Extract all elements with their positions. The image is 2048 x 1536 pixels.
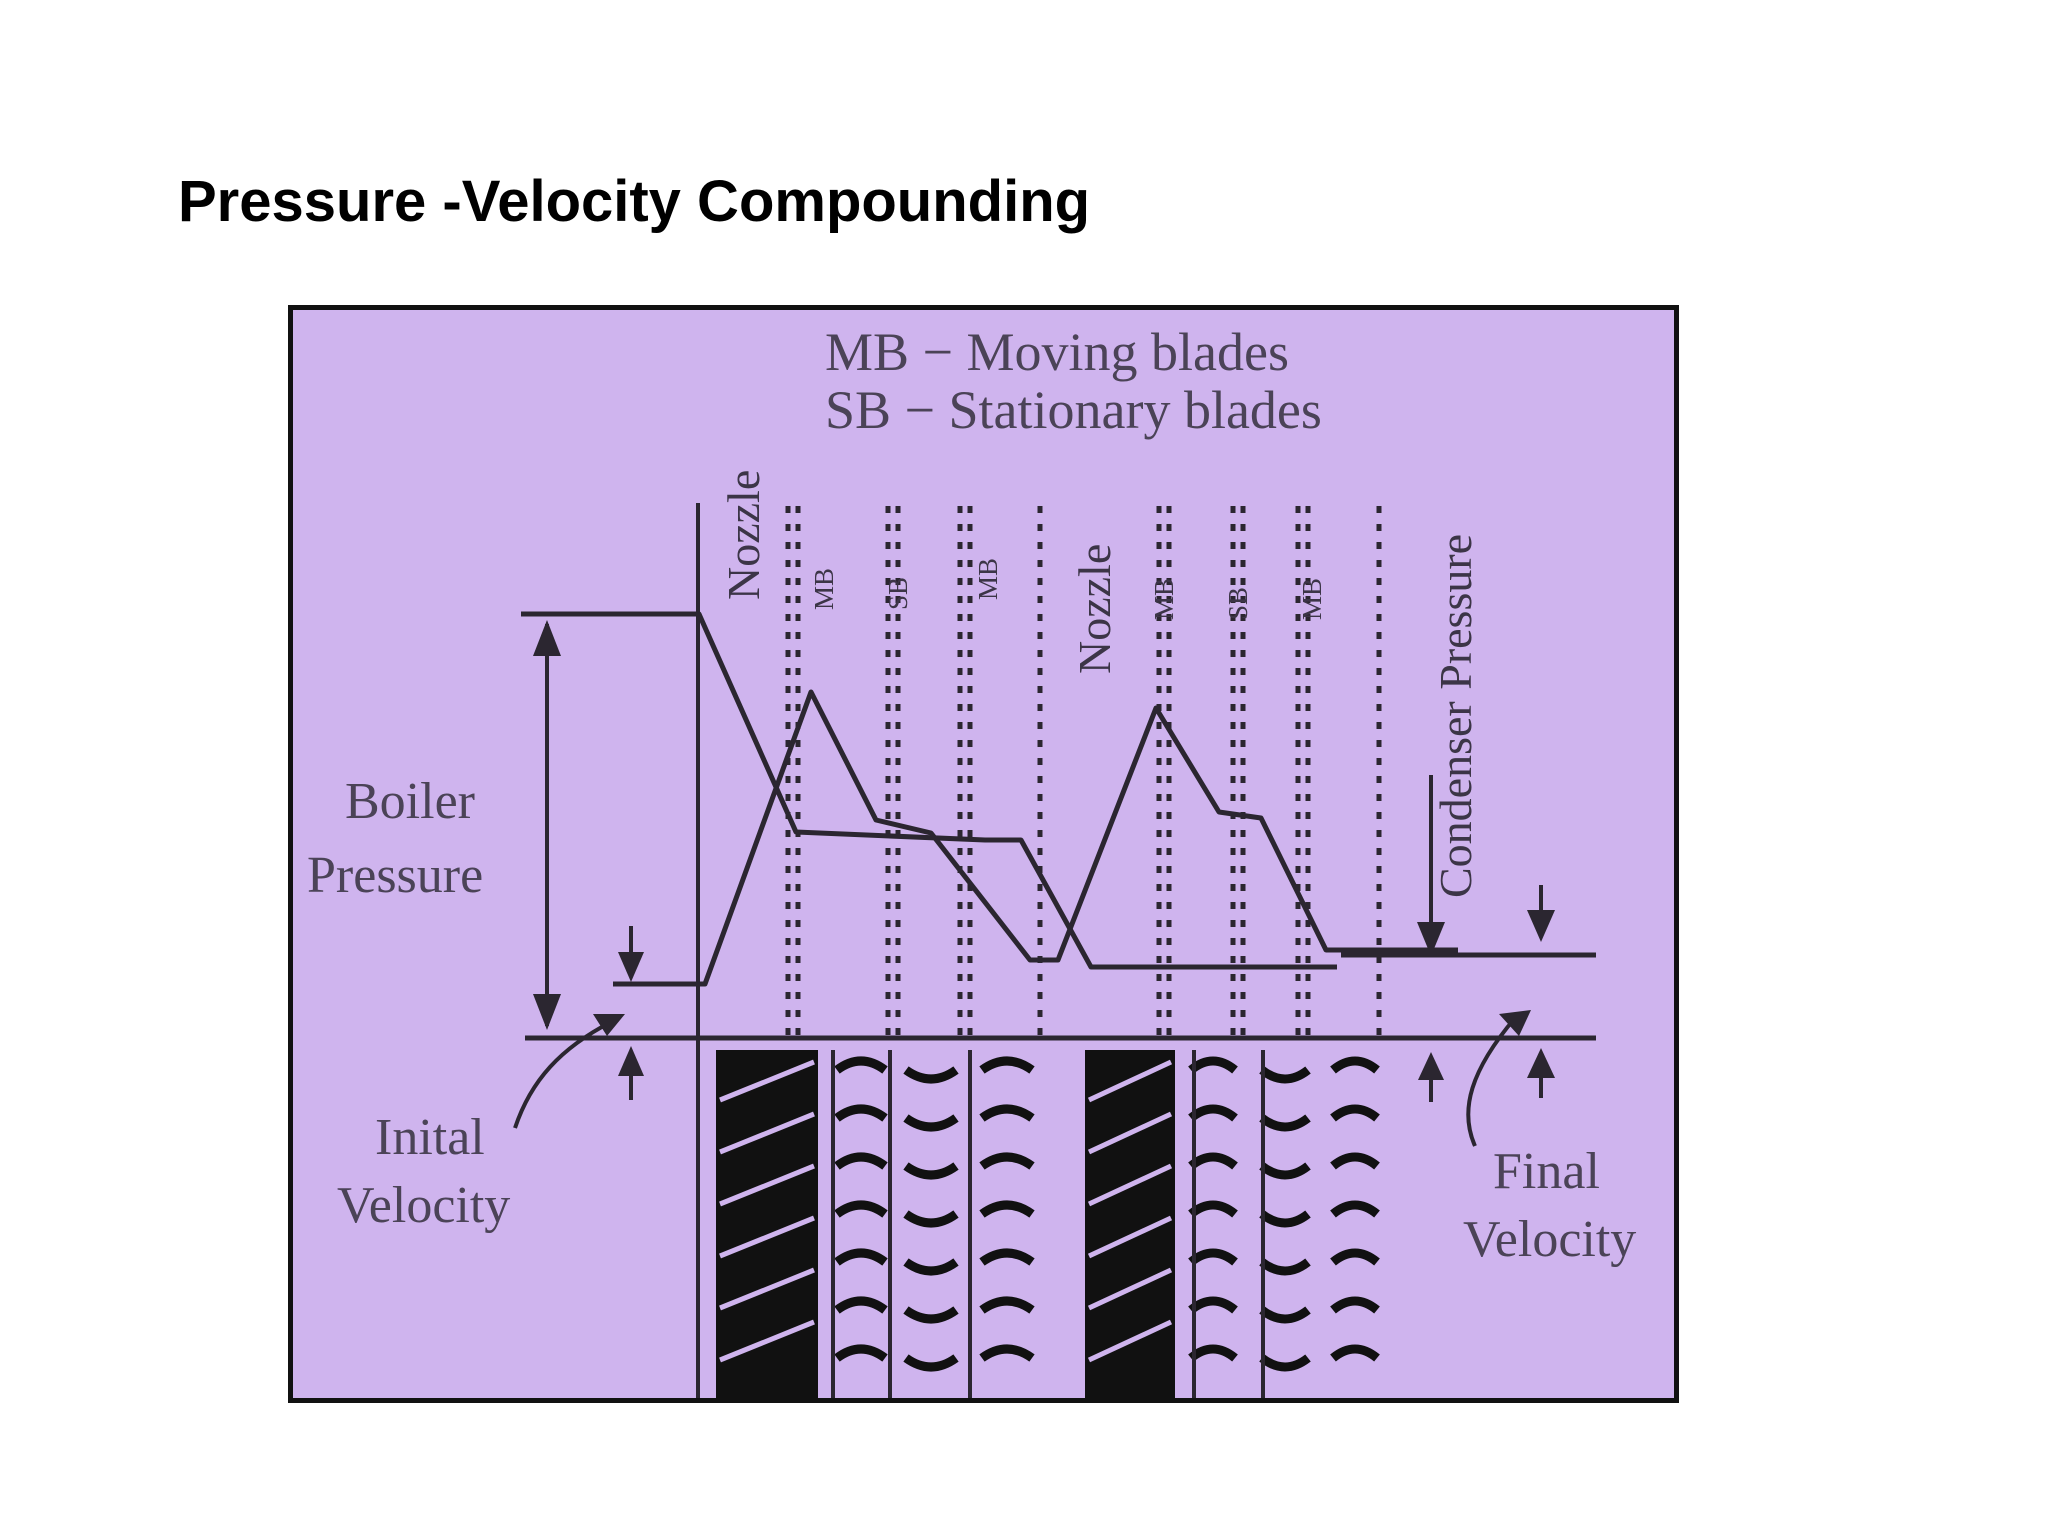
blade-label-sb-2: SB <box>1223 587 1253 620</box>
slide-title: Pressure -Velocity Compounding <box>178 169 1091 234</box>
blade-separator-lines <box>785 506 1382 1035</box>
blade-label-mb-2: MB <box>973 558 1003 600</box>
nozzle-blades-2 <box>1085 1050 1175 1398</box>
pressure-velocity-diagram: MB − Moving blades SB − Stationary blade… <box>288 305 1679 1403</box>
blade-label-sb-1: SB <box>883 577 913 610</box>
final-velocity-label-line1: Final <box>1493 1143 1600 1200</box>
final-velocity-arrows <box>1418 885 1555 1102</box>
blade-label-mb-1: MB <box>809 568 839 610</box>
blade-row-dividers <box>831 1050 1265 1398</box>
nozzle-label-2: Nozzle <box>1069 544 1120 674</box>
initial-velocity-label-line2: Velocity <box>337 1177 510 1234</box>
initial-velocity-leader <box>513 1014 625 1129</box>
pressure-curve <box>521 611 1337 970</box>
legend-stationary-blades: SB − Stationary blades <box>825 380 1322 440</box>
initial-velocity-arrows <box>618 926 644 1100</box>
velocity-curve <box>613 689 1458 987</box>
blade-label-mb-3: MB <box>1149 578 1179 620</box>
legend-moving-blades: MB − Moving blades <box>825 322 1289 382</box>
nozzle-blades-1 <box>716 1050 818 1398</box>
blade-label-mb-4: MB <box>1297 578 1327 620</box>
nozzle-label-1: Nozzle <box>718 470 769 600</box>
diagram-canvas: MB − Moving blades SB − Stationary blade… <box>293 310 1674 1398</box>
curved-blade-rows <box>834 1056 1380 1372</box>
final-velocity-leader <box>1466 1010 1531 1147</box>
final-velocity-label-line2: Velocity <box>1463 1211 1636 1268</box>
condenser-pressure-label: Condenser Pressure <box>1430 534 1481 898</box>
boiler-pressure-arrow <box>533 620 561 1030</box>
initial-velocity-label-line1: Inital <box>375 1109 485 1166</box>
condenser-pressure-arrow <box>1417 775 1445 956</box>
diagram-background <box>293 310 1674 1398</box>
boiler-label-line2: Pressure <box>307 847 483 904</box>
boiler-label-line1: Boiler <box>345 773 475 830</box>
